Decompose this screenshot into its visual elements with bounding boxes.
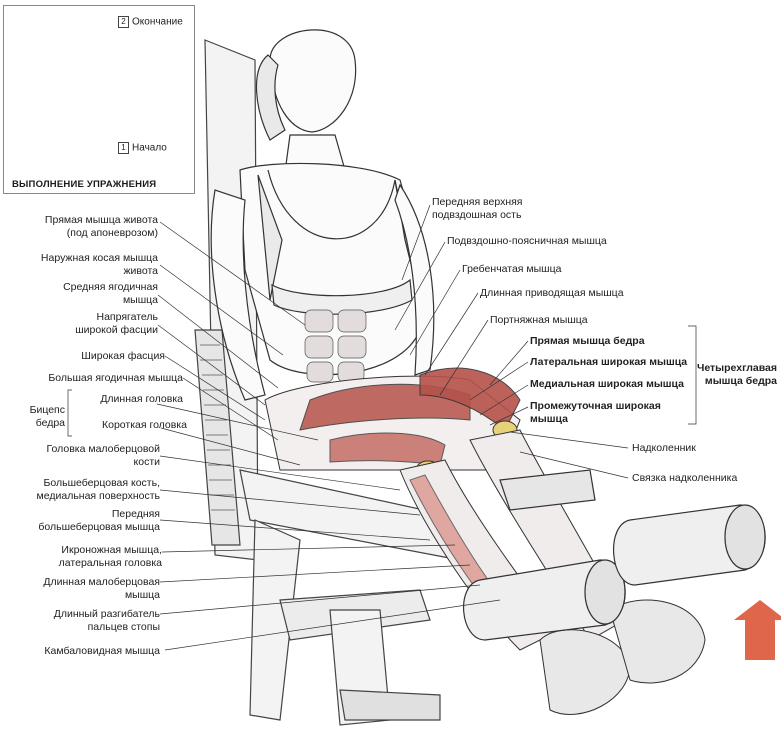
- label-rectus-femoris: Прямая мышца бедра: [530, 335, 645, 347]
- label-patella: Надколенник: [632, 442, 696, 454]
- label-iliopsoas: Подвздошно-поясничная мышца: [447, 235, 607, 247]
- label-rectus-abdominis: Прямая мышца живота(под апоневрозом): [44, 214, 158, 239]
- label-gluteus-maximus: Большая ягодичная мышца: [48, 372, 183, 384]
- label-biceps-long-head: Длинная головка: [100, 393, 183, 405]
- leader-lines-left: [67, 221, 501, 651]
- label-patellar-ligament: Связка надколенника: [632, 472, 738, 484]
- label-adductor-longus: Длинная приводящая мышца: [480, 287, 624, 299]
- step-start-label: Начало: [132, 142, 167, 154]
- step-end-label: Окончание: [132, 16, 183, 28]
- thighs: [264, 367, 521, 471]
- label-sartorius: Портняжная мышца: [490, 314, 588, 326]
- label-soleus: Камбаловидная мышца: [44, 645, 160, 657]
- label-vastus-medialis: Медиальная широкая мышца: [530, 378, 684, 390]
- feet: [539, 599, 706, 715]
- label-vastus-lateralis: Латеральная широкая мышца: [530, 356, 688, 368]
- step-start-number: 1: [118, 142, 129, 154]
- step-end-number: 2: [118, 16, 129, 28]
- figure: [210, 29, 435, 401]
- leg-rollers: [462, 469, 766, 641]
- weight-stack: [200, 344, 235, 511]
- label-biceps-short-head: Короткая головка: [101, 419, 187, 431]
- label-tibia-medial: Большеберцовая кость,медиальная поверхно…: [36, 477, 160, 502]
- leader-lines-right: [394, 204, 697, 479]
- label-fascia-lata: Широкая фасция: [81, 350, 165, 362]
- direction-arrow: [734, 600, 781, 660]
- label-pectineus: Гребенчатая мышца: [462, 263, 562, 275]
- inset-title: ВЫПОЛНЕНИЕ УПРАЖНЕНИЯ: [12, 179, 157, 190]
- label-gastrocnemius: Икроножная мышца,латеральная головка: [58, 544, 162, 569]
- abdominals: [304, 309, 367, 383]
